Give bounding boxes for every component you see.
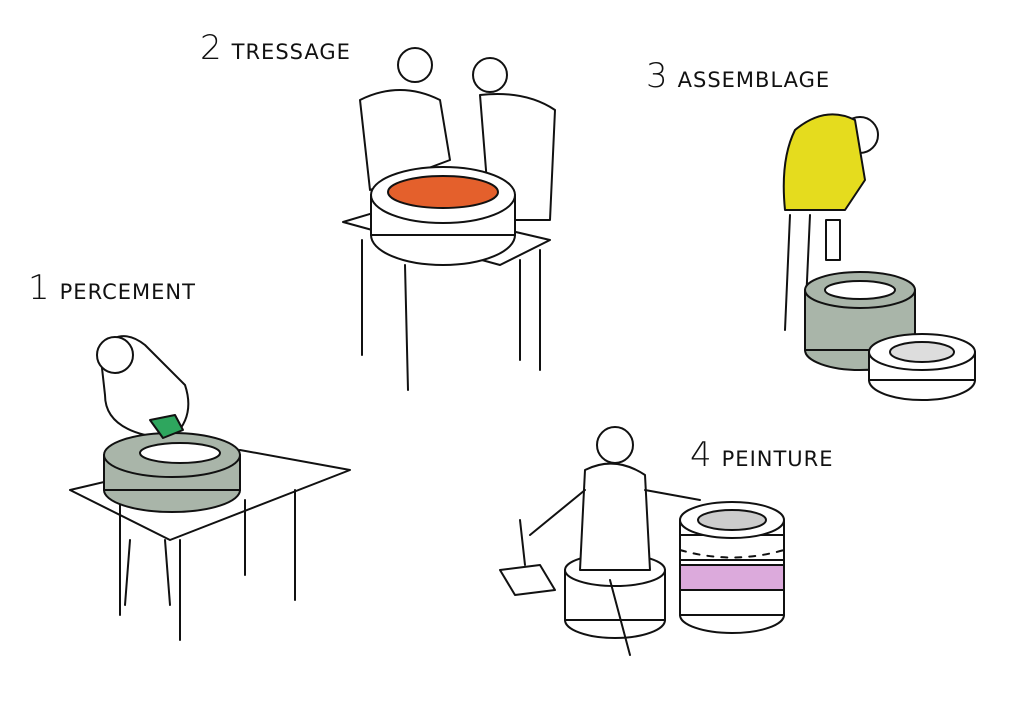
woven-strips [387,175,499,209]
yellow-jacket [782,113,866,211]
step-number: 4 [690,435,712,475]
paint-tray [499,564,556,596]
drill-icon [825,219,841,261]
step-label: PEINTURE [721,447,834,471]
step-label: TRESSAGE [231,40,351,64]
scene-peinture [499,426,785,656]
step-number: 2 [200,28,222,68]
step-1-title: 1 PERCEMENT [28,268,196,308]
step-3-title: 3 ASSEMBLAGE [646,56,830,96]
scene-tressage [342,47,556,391]
drill-icon [149,414,184,439]
step-4-title: 4 PEINTURE [690,435,834,475]
step-2-title: 2 TRESSAGE [200,28,351,68]
scene-assemblage [782,113,976,401]
step-label: PERCEMENT [59,280,196,304]
paintbrush-icon [519,519,526,566]
step-number: 1 [28,268,50,308]
step-number: 3 [646,56,668,96]
scene-percement [69,335,351,641]
step-label: ASSEMBLAGE [677,68,831,92]
